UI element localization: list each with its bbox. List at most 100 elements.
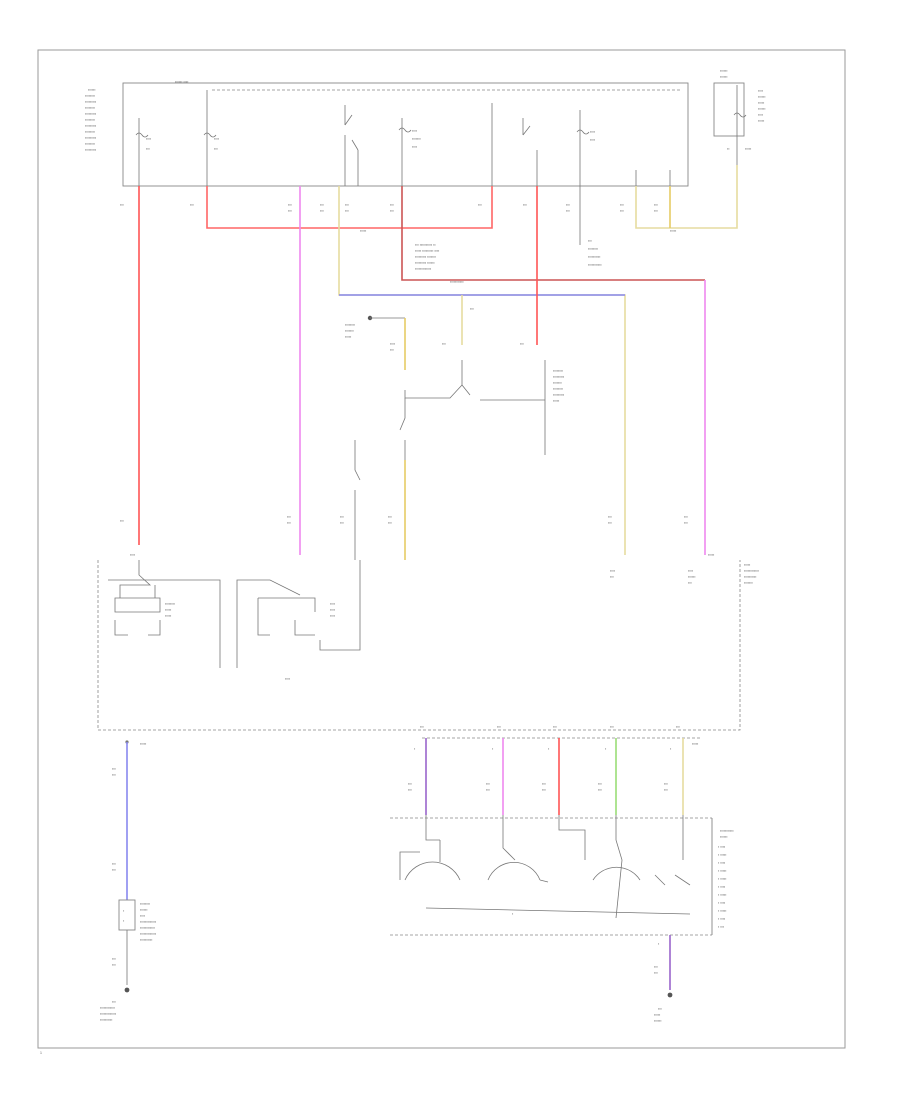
svg-text:▪▪▪▪▪▪▪▪▪▪: ▪▪▪▪▪▪▪▪▪▪ bbox=[140, 938, 152, 942]
svg-text:▪ ▪▪▪▪: ▪ ▪▪▪▪ bbox=[718, 885, 725, 889]
svg-text:▪▪▪▪▪▪: ▪▪▪▪▪▪ bbox=[720, 69, 727, 73]
svg-text:▪▪▪: ▪▪▪ bbox=[146, 147, 150, 151]
svg-text:▪▪▪▪▪▪ ▪▪▪▪: ▪▪▪▪▪▪ ▪▪▪▪ bbox=[175, 80, 188, 84]
wire-tags-bottom: ▪▪▪▪▪▪ ▪▪▪▪▪▪ ▪▪▪▪▪▪ ▪▪▪▪▪▪ ▪▪▪▪▪▪ bbox=[408, 782, 668, 792]
svg-text:▪▪▪: ▪▪▪ bbox=[345, 203, 349, 207]
svg-text:▪▪▪▪▪▪▪: ▪▪▪▪▪▪▪ bbox=[345, 329, 354, 333]
svg-text:▪▪▪: ▪▪▪ bbox=[214, 147, 218, 151]
svg-text:▪▪▪▪▪▪▪▪: ▪▪▪▪▪▪▪▪ bbox=[588, 247, 598, 251]
svg-text:▪▪▪▪▪▪▪▪▪▪: ▪▪▪▪▪▪▪▪▪▪ bbox=[744, 575, 756, 579]
svg-text:▪▪▪▪: ▪▪▪▪ bbox=[214, 137, 219, 141]
svg-text:▪▪▪▪▪▪▪▪▪ ▪▪▪▪▪▪: ▪▪▪▪▪▪▪▪▪ ▪▪▪▪▪▪ bbox=[415, 261, 435, 265]
motor-icon bbox=[399, 815, 461, 881]
svg-text:▪▪▪▪▪▪▪▪: ▪▪▪▪▪▪▪▪ bbox=[553, 369, 563, 373]
svg-text:▪▪▪▪▪▪▪▪: ▪▪▪▪▪▪▪▪ bbox=[85, 94, 95, 98]
blower-resistor-circuit: ▪▪▪▪▪ ▪▪▪▪▪▪ ▪▪▪▪▪▪ ▪ ▪ ▪▪▪▪▪▪▪▪ ▪▪▪▪▪▪ … bbox=[100, 740, 156, 1022]
svg-text:▪▪▪: ▪▪▪ bbox=[664, 782, 668, 786]
svg-text:▪▪▪▪▪▪▪▪▪: ▪▪▪▪▪▪▪▪▪ bbox=[553, 375, 564, 379]
svg-text:▪▪▪▪▪: ▪▪▪▪▪ bbox=[708, 553, 714, 557]
switch-icon: ▪▪▪▪▪▪▪▪ ▪▪▪▪▪ ▪▪▪▪▪ bbox=[108, 560, 221, 668]
svg-text:▪▪▪: ▪▪▪ bbox=[654, 965, 658, 969]
svg-text:▪▪▪: ▪▪▪ bbox=[520, 342, 524, 346]
connector-labels-right: ▪▪▪▪▪▪▪ ▪▪▪▪▪▪▪▪▪▪▪▪▪ ▪▪▪▪▪ ▪▪▪▪▪▪▪▪▪▪▪▪… bbox=[130, 553, 759, 585]
fuse-1: ▪▪▪▪ ▪▪▪ bbox=[135, 118, 151, 186]
svg-text:▪▪▪▪▪▪▪▪: ▪▪▪▪▪▪▪▪ bbox=[85, 142, 95, 146]
svg-text:▪▪▪▪▪: ▪▪▪▪▪ bbox=[360, 229, 366, 233]
svg-text:▪▪▪▪▪▪▪▪: ▪▪▪▪▪▪▪▪ bbox=[85, 118, 95, 122]
junction-box: ▪▪▪▪▪▪ ▪▪▪▪▪▪▪▪ ▪▪▪▪▪▪▪▪▪ ▪▪▪▪▪▪▪▪ ▪▪▪▪▪… bbox=[85, 80, 689, 187]
svg-text:▪▪▪▪: ▪▪▪▪ bbox=[330, 608, 335, 612]
svg-text:▪▪▪: ▪▪▪ bbox=[120, 519, 124, 523]
wire-red-2 bbox=[206, 186, 493, 229]
svg-text:▪▪▪▪▪▪▪▪▪: ▪▪▪▪▪▪▪▪▪ bbox=[85, 100, 96, 104]
svg-text:▪▪▪▪▪▪: ▪▪▪▪▪▪ bbox=[88, 88, 95, 92]
svg-text:▪▪▪▪▪▪▪▪▪▪: ▪▪▪▪▪▪▪▪▪▪ bbox=[100, 1018, 112, 1022]
svg-text:▪▪▪▪▪▪▪▪▪▪▪: ▪▪▪▪▪▪▪▪▪▪▪ bbox=[588, 263, 602, 267]
svg-text:▪▪▪▪▪: ▪▪▪▪▪ bbox=[140, 742, 146, 746]
svg-text:▪▪▪: ▪▪▪ bbox=[608, 521, 612, 525]
svg-text:▪▪▪▪▪▪▪▪▪▪▪▪: ▪▪▪▪▪▪▪▪▪▪▪▪ bbox=[140, 926, 155, 930]
svg-text:▪: ▪ bbox=[492, 747, 493, 751]
svg-text:▪▪▪▪▪ ▪▪▪▪▪▪▪▪▪ ▪▪▪▪: ▪▪▪▪▪ ▪▪▪▪▪▪▪▪▪ ▪▪▪▪ bbox=[415, 249, 439, 253]
svg-text:▪▪▪▪▪▪▪▪: ▪▪▪▪▪▪▪▪ bbox=[85, 106, 95, 110]
svg-text:▪▪▪▪▪▪: ▪▪▪▪▪▪ bbox=[688, 575, 695, 579]
svg-text:▪▪▪▪▪▪▪: ▪▪▪▪▪▪▪ bbox=[553, 381, 562, 385]
svg-text:▪▪▪: ▪▪▪ bbox=[654, 971, 658, 975]
svg-text:▪▪▪▪▪▪▪▪▪▪▪▪▪: ▪▪▪▪▪▪▪▪▪▪▪▪▪ bbox=[140, 920, 156, 924]
svg-text:▪▪▪: ▪▪▪ bbox=[684, 515, 688, 519]
svg-text:▪▪▪▪▪▪▪▪▪: ▪▪▪▪▪▪▪▪▪ bbox=[85, 148, 96, 152]
svg-text:▪▪▪▪▪▪: ▪▪▪▪▪▪ bbox=[720, 75, 727, 79]
switch-assembly-outline bbox=[97, 560, 741, 731]
svg-text:▪▪▪▪▪: ▪▪▪▪▪ bbox=[692, 742, 698, 746]
svg-text:▪▪▪: ▪▪▪ bbox=[598, 782, 602, 786]
ground-icon bbox=[667, 992, 673, 998]
svg-text:▪▪▪▪▪▪▪: ▪▪▪▪▪▪▪ bbox=[744, 581, 753, 585]
svg-text:▪: ▪ bbox=[548, 747, 549, 751]
svg-text:▪▪▪: ▪▪▪ bbox=[553, 725, 557, 729]
svg-text:▪▪▪: ▪▪▪ bbox=[288, 209, 292, 213]
svg-text:▪▪▪▪▪: ▪▪▪▪▪ bbox=[165, 608, 171, 612]
svg-text:▪▪▪: ▪▪▪ bbox=[390, 348, 394, 352]
svg-text:▪▪▪: ▪▪▪ bbox=[620, 203, 624, 207]
svg-text:▪▪▪: ▪▪▪ bbox=[345, 209, 349, 213]
svg-text:▪▪▪: ▪▪▪ bbox=[654, 203, 658, 207]
svg-text:▪▪▪: ▪▪▪ bbox=[688, 581, 692, 585]
svg-text:▪▪▪: ▪▪▪ bbox=[112, 963, 116, 967]
svg-text:▪▪▪▪▪▪▪▪▪: ▪▪▪▪▪▪▪▪▪ bbox=[553, 393, 564, 397]
svg-text:▪▪▪: ▪▪▪ bbox=[470, 307, 474, 311]
svg-text:▪ ▪▪▪▪▪: ▪ ▪▪▪▪▪ bbox=[718, 853, 726, 857]
svg-text:▪▪▪▪▪▪: ▪▪▪▪▪▪ bbox=[758, 95, 765, 99]
svg-text:▪▪▪: ▪▪▪ bbox=[420, 725, 424, 729]
svg-text:▪▪▪▪: ▪▪▪▪ bbox=[412, 129, 417, 133]
connector-icon: ▪▪▪ ▪▪▪ ▪▪▪ ▪▪▪ ▪▪▪ ▪▪▪▪▪ ▪ ▪ ▪ ▪ ▪ bbox=[414, 725, 700, 751]
svg-text:▪▪▪: ▪▪▪ bbox=[542, 782, 546, 786]
relay-icon: ▪▪▪▪▪▪▪▪ ▪▪▪▪▪▪▪ ▪▪▪▪▪ ▪▪▪▪ ▪▪▪ ▪▪▪ ▪▪▪ … bbox=[345, 295, 564, 560]
svg-text:▪▪▪▪▪▪▪▪▪▪▪: ▪▪▪▪▪▪▪▪▪▪▪ bbox=[450, 280, 464, 284]
svg-text:▪▪▪▪▪: ▪▪▪▪▪ bbox=[758, 101, 764, 105]
svg-text:▪ ▪▪▪▪▪: ▪ ▪▪▪▪▪ bbox=[718, 877, 726, 881]
splice-annotation: ▪▪▪ ▪▪▪▪▪▪▪▪▪▪ ▪▪ ▪▪▪▪▪ ▪▪▪▪▪▪▪▪▪ ▪▪▪▪ ▪… bbox=[415, 243, 464, 284]
motor-icon bbox=[487, 815, 549, 883]
svg-text:▪▪▪: ▪▪▪ bbox=[388, 521, 392, 525]
svg-text:▪▪▪▪: ▪▪▪▪ bbox=[688, 569, 693, 573]
svg-text:▪▪▪: ▪▪▪ bbox=[542, 788, 546, 792]
svg-text:▪▪▪: ▪▪▪ bbox=[112, 868, 116, 872]
hot-at-all-times-fuse: ▪▪▪▪▪▪ ▪▪▪▪▪▪ ▪▪▪▪ ▪▪▪▪▪▪ ▪▪▪▪▪ ▪▪▪▪▪▪ ▪… bbox=[713, 69, 765, 165]
svg-text:▪▪▪ ▪▪▪▪▪▪▪▪▪▪ ▪▪: ▪▪▪ ▪▪▪▪▪▪▪▪▪▪ ▪▪ bbox=[415, 243, 436, 247]
svg-text:▪▪▪: ▪▪▪ bbox=[190, 203, 194, 207]
svg-text:▪▪▪▪▪: ▪▪▪▪▪ bbox=[345, 335, 351, 339]
svg-text:▪: ▪ bbox=[658, 942, 659, 946]
svg-text:▪ ▪▪▪▪: ▪ ▪▪▪▪ bbox=[718, 917, 725, 921]
svg-text:▪▪▪: ▪▪▪ bbox=[120, 203, 124, 207]
svg-text:▪▪▪▪: ▪▪▪▪ bbox=[412, 145, 417, 149]
svg-text:▪▪▪: ▪▪▪ bbox=[588, 239, 592, 243]
svg-text:▪▪▪▪▪▪▪▪▪: ▪▪▪▪▪▪▪▪▪ bbox=[85, 124, 96, 128]
svg-text:▪▪▪: ▪▪▪ bbox=[112, 1000, 116, 1004]
svg-text:▪▪▪▪▪: ▪▪▪▪▪ bbox=[654, 1013, 660, 1017]
svg-text:▪ ▪▪▪▪: ▪ ▪▪▪▪ bbox=[718, 901, 725, 905]
ground-icon bbox=[124, 987, 130, 993]
svg-text:▪▪▪: ▪▪▪ bbox=[287, 515, 291, 519]
svg-text:▪▪▪▪: ▪▪▪▪ bbox=[285, 677, 290, 681]
switch-icon: ▪▪▪▪ ▪▪▪▪ ▪▪▪▪ ▪▪▪▪ bbox=[236, 560, 361, 681]
